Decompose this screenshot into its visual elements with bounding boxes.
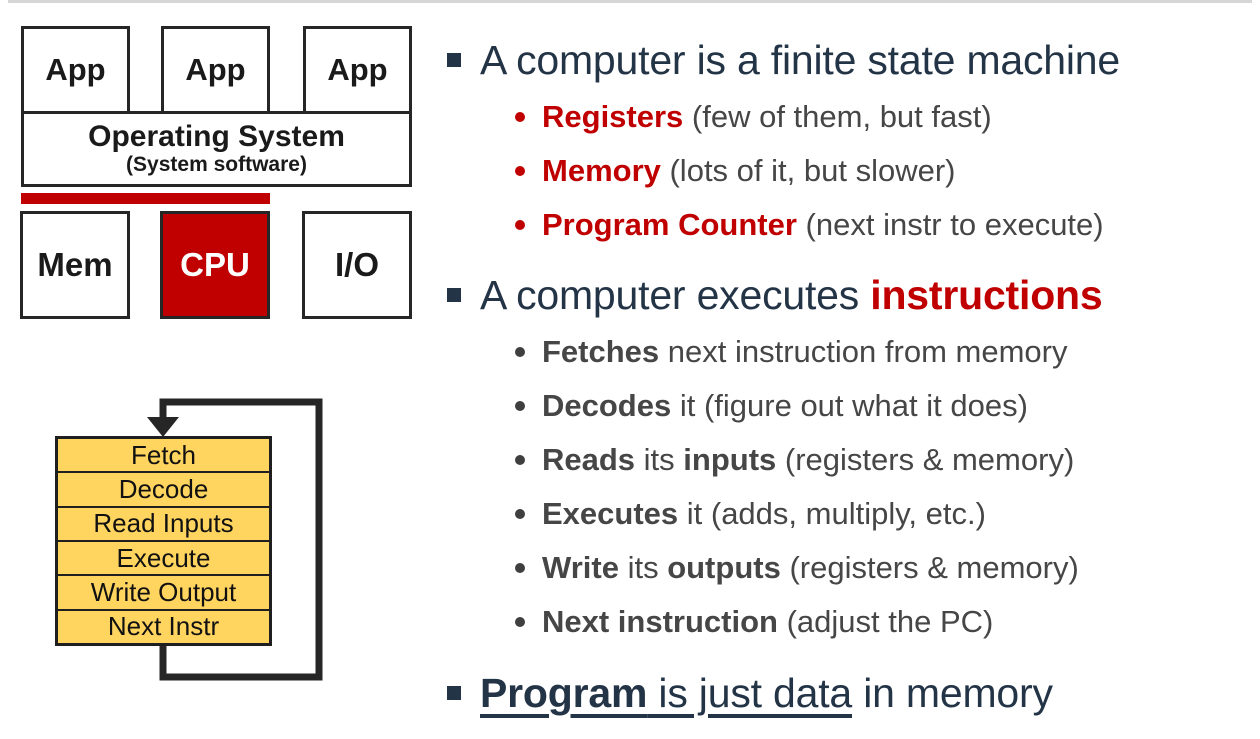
heading-text: A computer executes instructions: [480, 271, 1103, 318]
os-box-title: Operating System: [88, 120, 345, 154]
app-box-label: App: [185, 52, 246, 87]
square-bullet-icon: [447, 53, 461, 67]
gray-dot-bullet-icon: [515, 401, 525, 411]
square-bullet-icon: [447, 288, 461, 302]
cycle-step-execute: Execute: [58, 539, 269, 574]
io-box-label: I/O: [334, 246, 379, 283]
memory-box-label: Mem: [37, 246, 113, 283]
cycle-step-stack: Fetch Decode Read Inputs Execute Write O…: [55, 436, 272, 646]
list-item-text: Program Counter (next instr to execute): [542, 207, 1104, 242]
app-box-1: App: [21, 26, 130, 114]
gray-dot-bullet-icon: [515, 347, 525, 357]
list-item-registers: Registers (few of them, but fast): [445, 90, 1257, 144]
list-item-executes: Executes it (adds, multiply, etc.): [445, 487, 1257, 541]
heading-executes-instructions: A computer executes instructions: [445, 271, 1257, 319]
gray-dot-bullet-icon: [515, 509, 525, 519]
red-dot-bullet-icon: [515, 166, 525, 176]
gray-dot-bullet-icon: [515, 455, 525, 465]
heading-text: Program is just data in memory: [480, 669, 1053, 716]
memory-box: Mem: [20, 211, 130, 319]
list-item-text: Registers (few of them, but fast): [542, 99, 992, 134]
io-box: I/O: [302, 211, 412, 319]
list-item-text: Memory (lots of it, but slower): [542, 153, 956, 188]
red-dot-bullet-icon: [515, 112, 525, 122]
cpu-box: CPU: [160, 211, 270, 319]
list-item-reads-inputs: Reads its inputs (registers & memory): [445, 433, 1257, 487]
app-box-3: App: [303, 26, 412, 114]
app-box-label: App: [327, 52, 388, 87]
cycle-step-next-instr: Next Instr: [58, 608, 269, 643]
hw-sw-boundary-bar: [21, 193, 270, 204]
heading-text: A computer is a finite state machine: [480, 36, 1121, 83]
list-item-text: Executes it (adds, multiply, etc.): [542, 496, 986, 531]
cycle-step-read-inputs: Read Inputs: [58, 505, 269, 540]
list-item-text: Next instruction (adjust the PC): [542, 604, 994, 639]
heading-program-is-data: Program is just data in memory: [445, 669, 1257, 717]
loop-arrow-icon: [147, 398, 323, 681]
list-item-text: Decodes it (figure out what it does): [542, 388, 1028, 423]
gray-dot-bullet-icon: [515, 563, 525, 573]
cycle-step-fetch: Fetch: [130, 439, 197, 470]
square-bullet-icon: [447, 686, 461, 700]
list-item-text: Reads its inputs (registers & memory): [542, 442, 1075, 477]
os-box-subtitle: (System software): [126, 152, 307, 176]
cycle-step-write-output: Write Output: [58, 574, 269, 608]
list-item-write-outputs: Write its outputs (registers & memory): [445, 541, 1257, 595]
app-box-label: App: [45, 52, 106, 87]
operating-system-box: Operating System (System software): [21, 111, 412, 187]
list-item-decodes: Decodes it (figure out what it does): [445, 379, 1257, 433]
list-item-text: Write its outputs (registers & memory): [542, 550, 1079, 585]
app-box-2: App: [161, 26, 270, 114]
red-dot-bullet-icon: [515, 220, 525, 230]
list-item-memory: Memory (lots of it, but slower): [445, 144, 1257, 198]
list-item-next-instruction: Next instruction (adjust the PC): [445, 595, 1257, 649]
heading-finite-state-machine: A computer is a finite state machine: [445, 36, 1257, 84]
list-item-fetches: Fetches next instruction from memory: [445, 325, 1257, 379]
list-item-program-counter: Program Counter (next instr to execute): [445, 198, 1257, 252]
list-item-text: Fetches next instruction from memory: [542, 334, 1068, 369]
cpu-box-label: CPU: [180, 246, 250, 283]
cycle-step-decode: Decode: [58, 471, 269, 505]
top-divider-line: [8, 0, 1252, 3]
gray-dot-bullet-icon: [515, 617, 525, 627]
